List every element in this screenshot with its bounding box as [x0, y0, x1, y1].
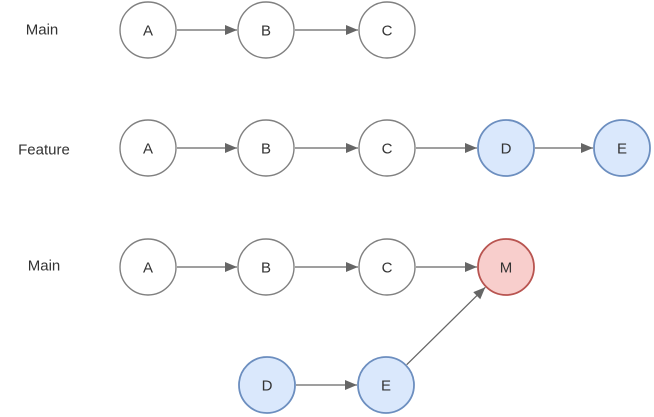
node-label-bD: D [262, 378, 273, 395]
node-label-m1C: C [382, 23, 393, 40]
node-label-m2A: A [143, 260, 153, 277]
node-label-fB: B [261, 141, 271, 158]
merge-node-m2M [477, 238, 535, 296]
commit-node-m1C [358, 1, 416, 59]
node-label-fC: C [382, 141, 393, 158]
node-label-fA: A [143, 141, 153, 158]
branch-label-main-after: Main [28, 258, 61, 275]
node-label-m2B: B [261, 260, 271, 277]
node-label-m2M: M [500, 260, 513, 277]
node-label-bE: E [381, 378, 391, 395]
commit-node-fA [119, 119, 177, 177]
node-label-m1A: A [143, 23, 153, 40]
node-label-m1B: B [261, 23, 271, 40]
commit-node-m1B [237, 1, 295, 59]
feature-node-bE [357, 356, 415, 414]
commit-node-m2A [119, 238, 177, 296]
commit-node-fC [358, 119, 416, 177]
node-label-fD: D [501, 141, 512, 158]
commit-node-m2C [358, 238, 416, 296]
commit-node-fB [237, 119, 295, 177]
node-label-fE: E [617, 141, 627, 158]
commit-node-m1A [119, 1, 177, 59]
branch-label-main-before: Main [26, 22, 59, 39]
commit-node-m2B [237, 238, 295, 296]
branch-label-feature: Feature [18, 142, 70, 159]
feature-node-bD [238, 356, 296, 414]
node-label-m2C: C [382, 260, 393, 277]
feature-node-fD [477, 119, 535, 177]
edge-b-e-m [406, 286, 486, 366]
feature-node-fE [593, 119, 651, 177]
